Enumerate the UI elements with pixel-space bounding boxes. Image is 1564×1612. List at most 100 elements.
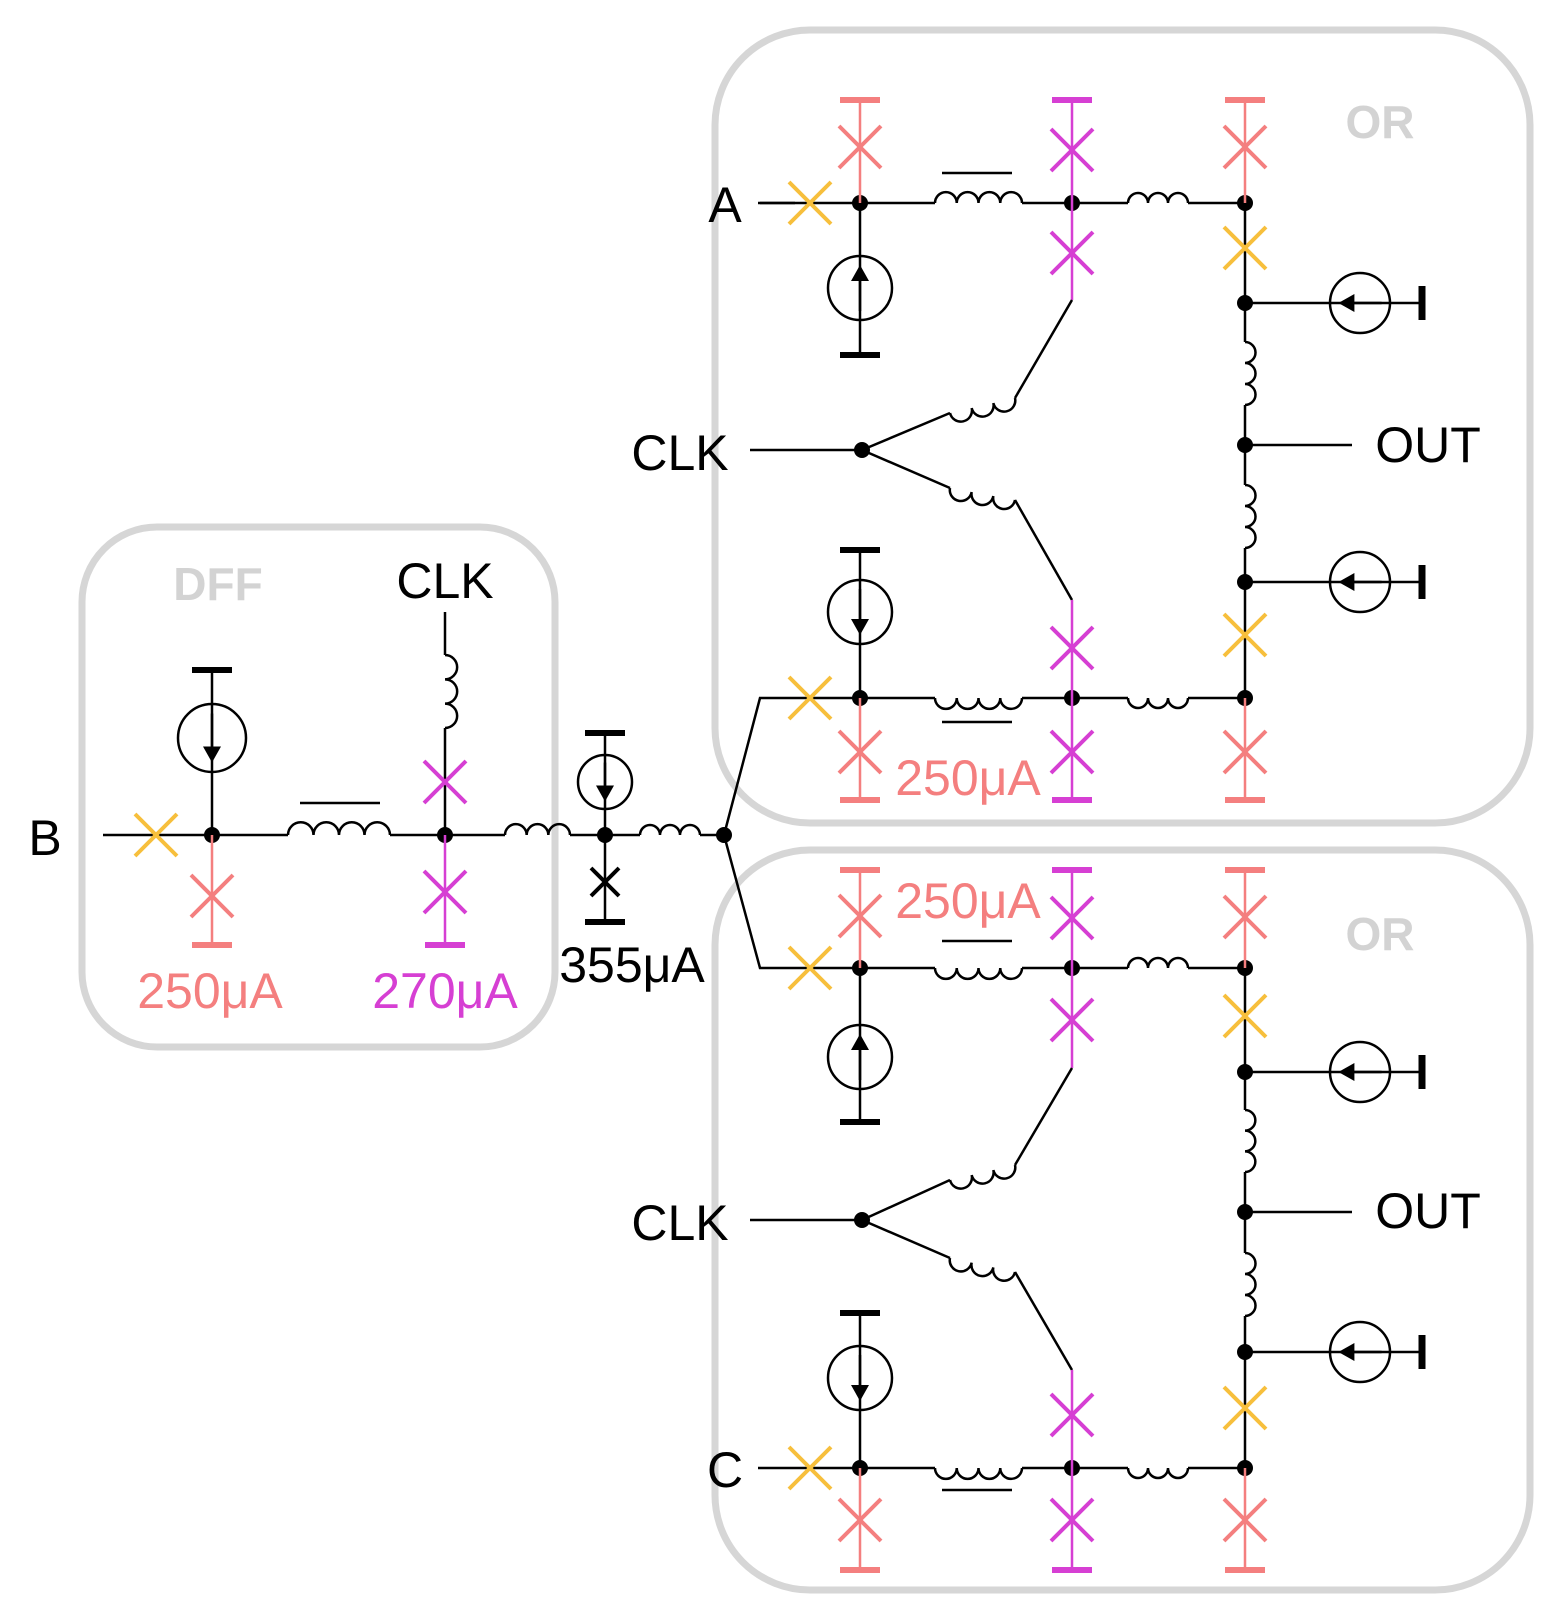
inductor bbox=[948, 1257, 1017, 1282]
josephson-junction bbox=[1222, 993, 1268, 1039]
inductor bbox=[933, 190, 1024, 204]
josephson-junction bbox=[787, 945, 833, 991]
or-block-top bbox=[711, 26, 1534, 827]
wire bbox=[722, 834, 795, 970]
or-bottom-title: OR bbox=[1346, 908, 1415, 960]
inductor bbox=[948, 397, 1017, 423]
current-source bbox=[576, 753, 634, 811]
current-source bbox=[826, 578, 894, 646]
wire bbox=[1013, 299, 1074, 399]
arrow-head bbox=[203, 746, 221, 763]
wire bbox=[1013, 1067, 1074, 1166]
current-source bbox=[1328, 1040, 1392, 1104]
current-source bbox=[826, 254, 894, 322]
or-top-title: OR bbox=[1346, 96, 1415, 148]
current-dff-right: 270μA bbox=[372, 963, 518, 1019]
inductor bbox=[503, 822, 572, 836]
inductor bbox=[933, 697, 1024, 711]
wire bbox=[861, 448, 951, 490]
current-source bbox=[1328, 1320, 1392, 1384]
inductor bbox=[1126, 1467, 1190, 1480]
current-source bbox=[176, 702, 248, 774]
wire bbox=[1013, 1271, 1074, 1371]
junction-dot bbox=[854, 442, 870, 458]
inductor bbox=[1244, 1251, 1257, 1318]
arrow-head bbox=[1338, 573, 1355, 591]
inductor bbox=[948, 1164, 1017, 1190]
josephson-junction bbox=[1049, 729, 1095, 775]
arrow-head bbox=[851, 1385, 869, 1402]
josephson-junction bbox=[189, 873, 235, 919]
josephson-junction bbox=[1222, 894, 1268, 940]
wire bbox=[861, 1178, 951, 1222]
current-source bbox=[826, 1344, 894, 1412]
josephson-junction bbox=[1222, 612, 1268, 658]
inductor bbox=[1244, 483, 1257, 550]
josephson-junction bbox=[1222, 124, 1268, 170]
arrow-head bbox=[851, 619, 869, 636]
inductor bbox=[444, 653, 459, 730]
port-a-label: A bbox=[708, 177, 742, 233]
arrow-head bbox=[1338, 1343, 1355, 1361]
josephson-junction bbox=[1049, 1497, 1095, 1543]
arrow-head bbox=[596, 785, 614, 802]
inductor bbox=[1126, 956, 1190, 969]
josephson-junction bbox=[1222, 1497, 1268, 1543]
current-source bbox=[826, 1023, 894, 1091]
or-block-bottom bbox=[711, 846, 1534, 1594]
josephson-junction bbox=[1049, 997, 1095, 1043]
junction-dot bbox=[854, 1212, 870, 1228]
josephson-junction bbox=[837, 893, 883, 939]
dff-title: DFF bbox=[173, 558, 262, 610]
inductor bbox=[933, 1467, 1024, 1481]
arrow-head bbox=[851, 264, 869, 281]
current-or-top: 250μA bbox=[895, 750, 1041, 806]
wire bbox=[722, 696, 795, 836]
current-source bbox=[1328, 550, 1392, 614]
current-source bbox=[1328, 271, 1392, 335]
josephson-junction bbox=[837, 1497, 883, 1543]
inductor bbox=[1244, 340, 1257, 407]
inductor bbox=[1244, 1108, 1257, 1174]
arrow-head bbox=[1338, 294, 1355, 312]
josephson-junction bbox=[787, 180, 833, 226]
inductor bbox=[1126, 191, 1190, 204]
wire bbox=[861, 411, 951, 452]
port-clk-or-top-label: CLK bbox=[631, 425, 728, 481]
josephson-junction bbox=[1222, 1385, 1268, 1431]
inductor bbox=[933, 967, 1024, 981]
dff-block bbox=[78, 523, 559, 1051]
port-out-bottom-label: OUT bbox=[1375, 1183, 1481, 1239]
current-or-bottom: 250μA bbox=[895, 873, 1041, 929]
josephson-junction bbox=[1049, 127, 1095, 173]
arrow-head bbox=[851, 1033, 869, 1050]
josephson-junction bbox=[787, 675, 833, 721]
josephson-junction bbox=[422, 759, 468, 805]
schematic bbox=[103, 97, 1426, 1573]
port-clk-or-bottom-label: CLK bbox=[631, 1195, 728, 1251]
port-out-top-label: OUT bbox=[1375, 417, 1481, 473]
josephson-junction bbox=[1222, 729, 1268, 775]
josephson-junction bbox=[1049, 625, 1095, 671]
port-c-label: C bbox=[707, 1442, 743, 1498]
josephson-junction bbox=[1049, 895, 1095, 941]
inductor bbox=[286, 821, 392, 836]
arrow-head bbox=[1338, 1063, 1355, 1081]
inductor bbox=[1126, 697, 1190, 710]
josephson-junction bbox=[1049, 230, 1095, 276]
port-clk-dff-label: CLK bbox=[396, 553, 493, 609]
port-b-label: B bbox=[28, 810, 61, 866]
josephson-junction bbox=[422, 869, 468, 915]
josephson-junction bbox=[589, 866, 621, 898]
josephson-junction bbox=[1049, 1392, 1095, 1438]
josephson-junction bbox=[787, 1445, 833, 1491]
josephson-junction bbox=[837, 729, 883, 775]
current-splitter: 355μA bbox=[559, 937, 705, 993]
wire bbox=[861, 1218, 951, 1260]
inductor bbox=[948, 487, 1017, 511]
inductor bbox=[638, 823, 702, 836]
josephson-junction bbox=[133, 812, 179, 858]
current-dff-left: 250μA bbox=[137, 963, 283, 1019]
wire bbox=[1013, 499, 1074, 601]
